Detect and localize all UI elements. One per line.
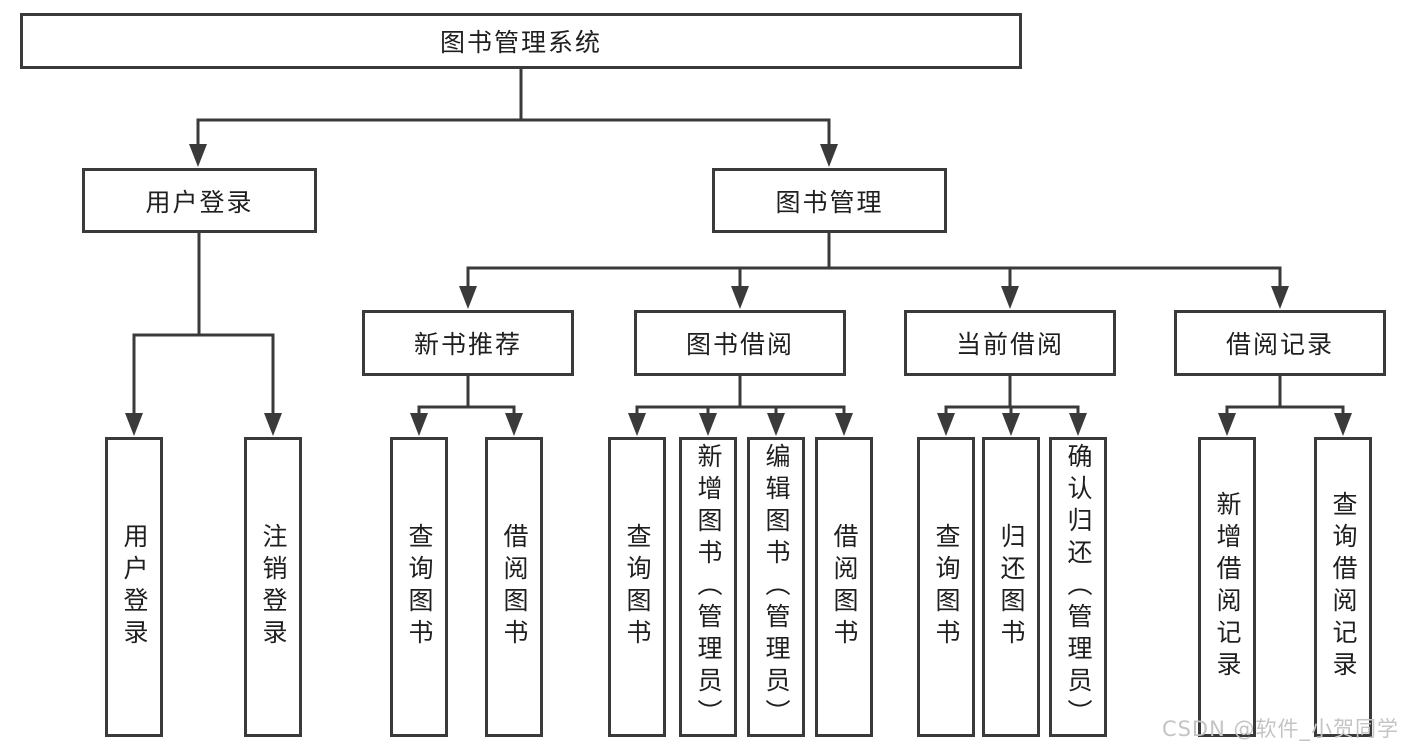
arrow-down-icon [820,144,838,167]
arrow-down-icon [731,286,749,309]
node-current-borrow: 当前借阅 [904,310,1116,376]
arrow-down-icon [410,413,428,436]
leaf-label: 查询图书 [405,523,434,651]
leaf-label: 用户登录 [120,523,149,651]
leaf-label: 归还图书 [997,523,1026,651]
leaf-label: 编辑图书（管理员） [762,443,791,731]
leaf-edit-books-admin: 编辑图书（管理员） [747,437,805,737]
leaf-label: 查询借阅记录 [1329,491,1358,683]
arrow-down-icon [1069,413,1087,436]
node-borrow-record: 借阅记录 [1174,310,1386,376]
node-book-management: 图书管理 [712,168,947,233]
node-user-login: 用户登录 [82,168,317,233]
leaf-label: 确认归还（管理员） [1064,443,1093,731]
leaf-add-books-admin: 新增图书（管理员） [679,437,737,737]
leaf-label: 查询图书 [932,523,961,651]
arrow-down-icon [628,413,646,436]
arrow-down-icon [1218,413,1236,436]
leaf-query-books: 查询图书 [608,437,666,737]
leaf-borrow-books-recommend: 借阅图书 [485,437,543,737]
leaf-confirm-return-admin: 确认归还（管理员） [1049,437,1107,737]
arrow-down-icon [937,413,955,436]
arrow-down-icon [505,413,523,436]
leaf-query-books-recommend: 查询图书 [390,437,448,737]
leaf-add-borrow-record: 新增借阅记录 [1198,437,1256,737]
csdn-watermark: CSDN @软件_小贺同学 [1161,717,1399,741]
arrow-down-icon [699,413,717,436]
leaf-return-books: 归还图书 [982,437,1040,737]
leaf-logout: 注销登录 [244,437,302,737]
node-new-book-recommend: 新书推荐 [362,310,574,376]
arrow-down-icon [1002,413,1020,436]
leaf-borrow-books: 借阅图书 [815,437,873,737]
leaf-label: 查询图书 [623,523,652,651]
arrow-down-icon [189,144,207,167]
arrow-down-icon [1271,286,1289,309]
node-root: 图书管理系统 [20,13,1022,69]
leaf-label: 注销登录 [259,523,288,651]
leaf-query-borrow-record: 查询借阅记录 [1314,437,1372,737]
arrow-down-icon [264,413,282,436]
arrow-down-icon [1334,413,1352,436]
leaf-label: 新增借阅记录 [1213,491,1242,683]
leaf-user-login: 用户登录 [105,437,163,737]
arrow-down-icon [1001,286,1019,309]
leaf-label: 借阅图书 [830,523,859,651]
arrow-down-icon [767,413,785,436]
node-book-borrow: 图书借阅 [634,310,846,376]
arrow-down-icon [835,413,853,436]
leaf-label: 新增图书（管理员） [694,443,723,731]
leaf-label: 借阅图书 [500,523,529,651]
arrow-down-icon [125,413,143,436]
arrow-down-icon [459,286,477,309]
arrowheads-group [125,144,1352,436]
leaf-query-books-current: 查询图书 [917,437,975,737]
